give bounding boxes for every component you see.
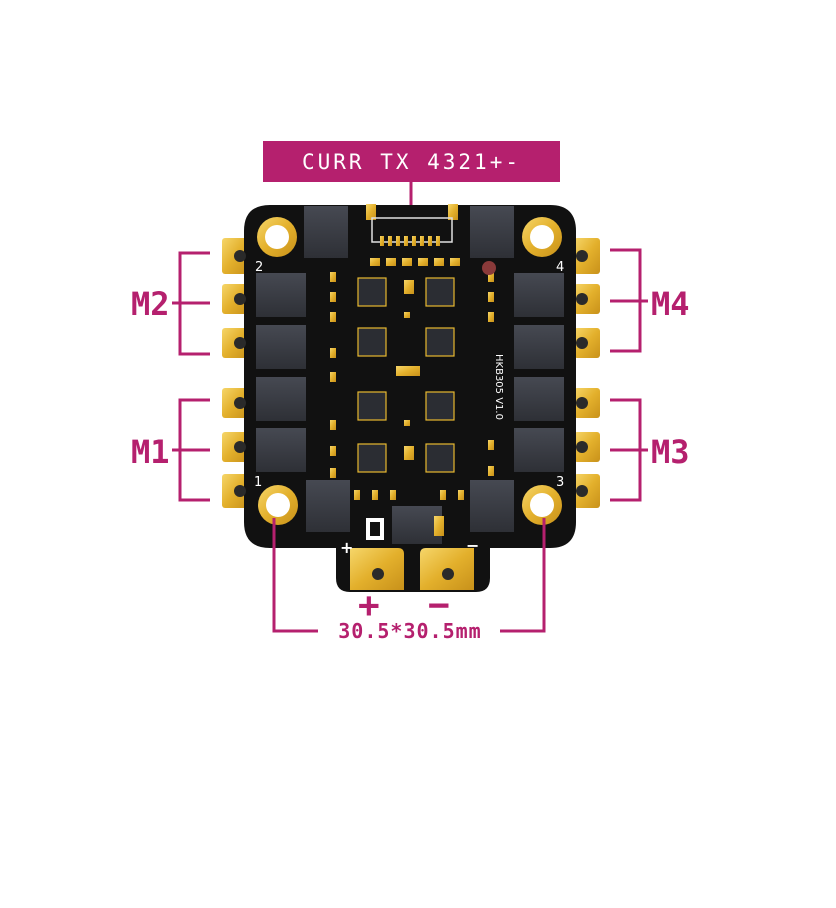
motor-label-m2: M2 — [131, 285, 170, 323]
motor-label-m1: M1 — [131, 433, 170, 471]
power-pad-plus-mark: + — [340, 538, 353, 557]
motor-label-m3: M3 — [651, 433, 690, 471]
power-pads — [350, 548, 474, 590]
connector-label: CURR TX 4321+- — [263, 141, 560, 182]
dimension-bracket — [272, 518, 546, 633]
dimension-label: 30.5*30.5mm — [338, 619, 481, 643]
power-pad-minus-mark: − — [466, 536, 479, 555]
right-motor-pads — [574, 238, 600, 508]
corner-number-1: 1 — [254, 475, 262, 490]
small-components — [330, 258, 494, 500]
driver-ics — [357, 277, 455, 473]
board-marking: HKB305 V1.0 — [493, 354, 504, 420]
power-label-minus: − — [428, 585, 450, 626]
mosfet-chips — [256, 206, 564, 544]
corner-number-2: 2 — [255, 260, 263, 275]
corner-number-4: 4 — [556, 260, 564, 275]
bottom-regulator — [366, 516, 444, 540]
connector-label-text: CURR TX 4321+- — [301, 149, 521, 174]
corner-number-3: 3 — [556, 475, 564, 490]
motor-brackets — [172, 248, 648, 502]
mounting-holes — [257, 217, 562, 525]
marker-dot — [482, 261, 496, 275]
power-label-plus: + — [358, 585, 380, 626]
pad-holes — [234, 250, 588, 497]
motor-label-m4: M4 — [651, 285, 690, 323]
top-connector-footprint — [366, 204, 458, 246]
